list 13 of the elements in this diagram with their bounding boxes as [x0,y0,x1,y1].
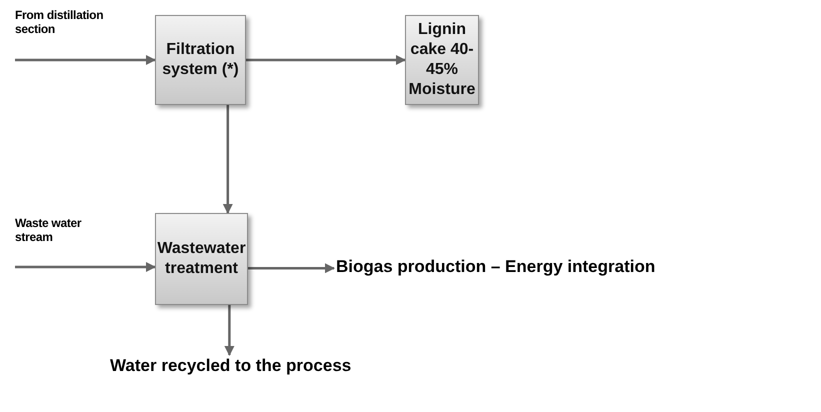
output-label: Water recycled to the process [110,356,352,375]
stream-label: Waste water stream [15,216,82,244]
process-box: Filtration system (*) [155,15,246,105]
arrow [15,55,156,65]
process-box: Lignin cake 40-45% Moisture [405,15,479,105]
stream-label: From distillation section [15,8,104,36]
process-box: Wastewater treatment [155,213,248,305]
arrow [15,262,156,272]
arrow [248,263,335,274]
arrow [222,105,233,214]
arrow [224,305,234,356]
arrow [246,55,406,65]
output-label: Biogas production – Energy integration [336,257,656,276]
